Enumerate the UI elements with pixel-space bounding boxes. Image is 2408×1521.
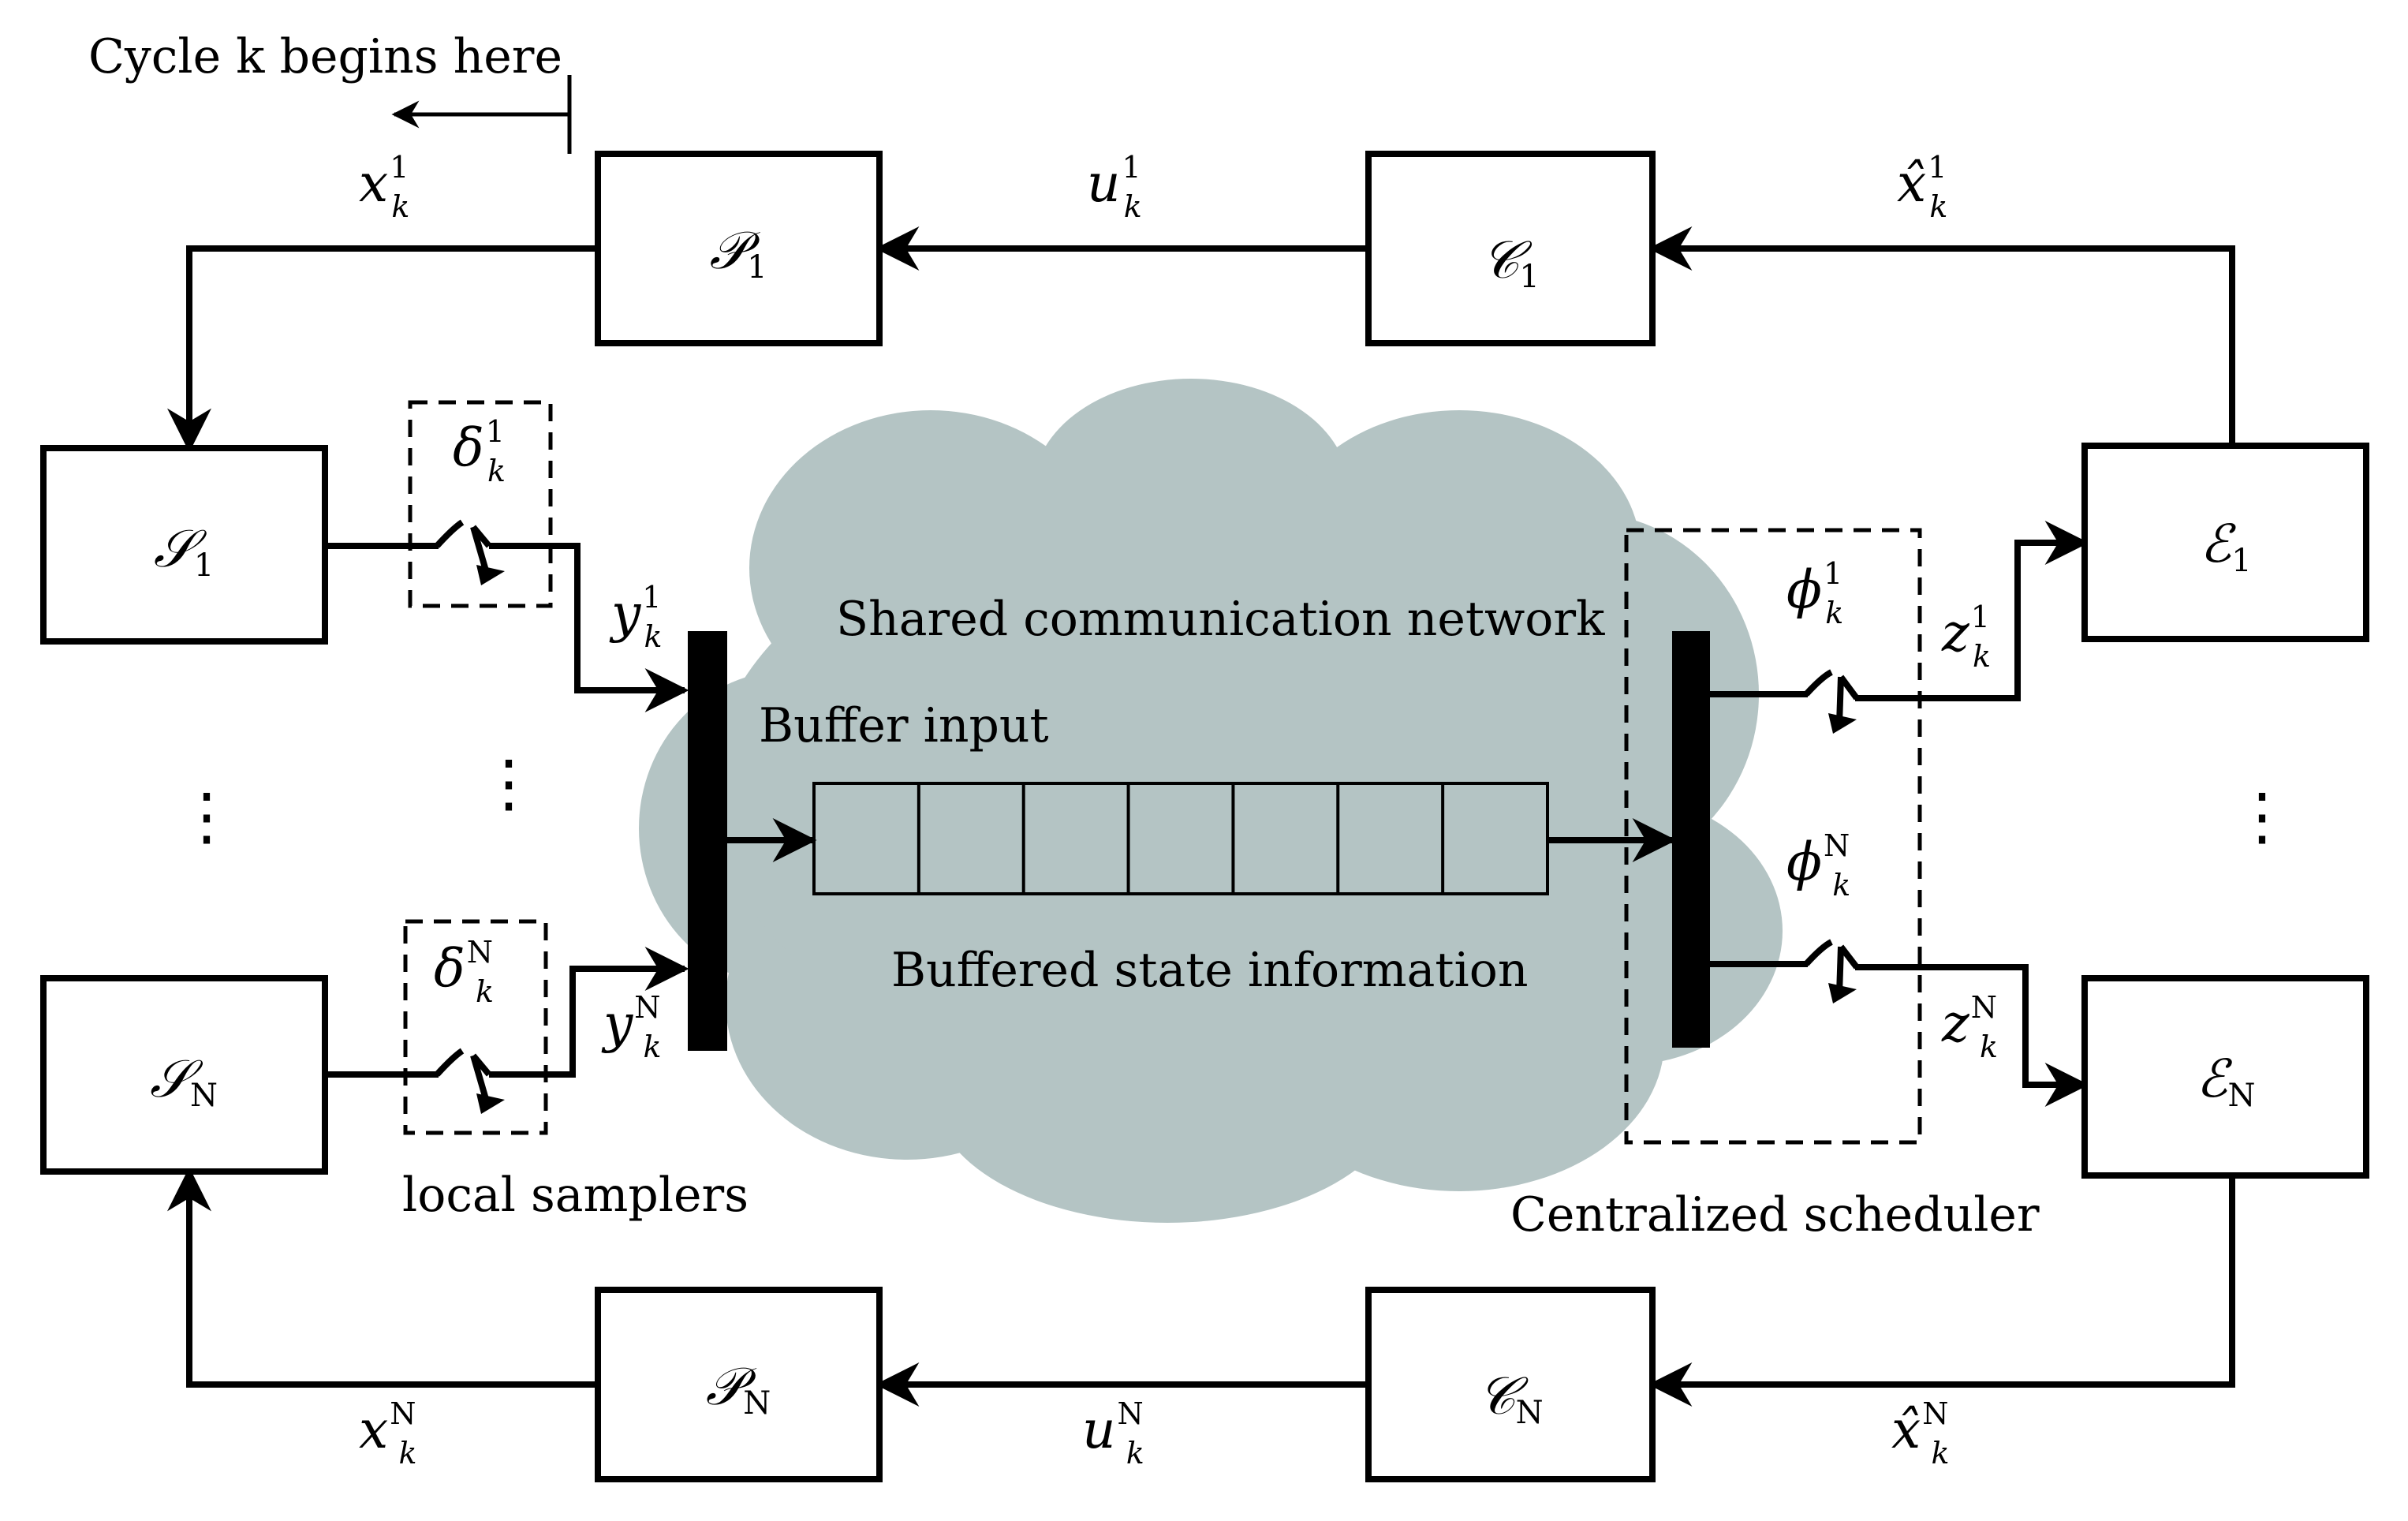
local-samplers-label: local samplers xyxy=(402,1168,749,1223)
block-p1 xyxy=(595,151,883,346)
block-c1 xyxy=(1365,151,1656,346)
wire-phi1-to-e1 xyxy=(1855,521,2089,701)
ellipsis-samplers: ⋮ xyxy=(477,746,540,820)
buffer-input-bar xyxy=(688,631,727,1051)
wire-s1-switch-out xyxy=(489,543,689,712)
block-cn xyxy=(1365,1287,1656,1482)
buffer-queue-outline xyxy=(812,782,1549,895)
scheduler-switch-1 xyxy=(1804,669,1860,734)
signal-wires xyxy=(167,75,2235,1407)
block-en xyxy=(2081,975,2369,1179)
wire-phin-to-en xyxy=(1855,964,2089,1107)
block-pn xyxy=(595,1287,883,1482)
buffer-state-label: Buffered state information xyxy=(891,943,1528,998)
block-s1 xyxy=(40,445,328,645)
ellipsis-left: ⋮ xyxy=(175,779,238,853)
sampler-box-1 xyxy=(408,400,553,608)
scheduler-box xyxy=(1624,528,1922,1145)
wire-en-to-cn xyxy=(1648,1175,2235,1407)
block-s1-label: 𝒮1 xyxy=(154,518,215,584)
buffer-input-label: Buffer input xyxy=(759,698,1049,753)
scheduler-bar xyxy=(1672,631,1710,1048)
scheduler-label: Centralized scheduler xyxy=(1510,1187,2040,1243)
sampler-box-n xyxy=(403,919,548,1135)
sampler-switch-n xyxy=(435,1048,505,1114)
wire-sn-switch-out xyxy=(489,947,689,1078)
blocks xyxy=(40,151,2369,1482)
buffer-queue xyxy=(812,782,1549,895)
block-sn xyxy=(40,975,328,1175)
switches xyxy=(435,519,1860,1114)
block-e1 xyxy=(2081,443,2369,642)
sampler-switch-1 xyxy=(435,519,505,585)
scheduler-switch-n xyxy=(1804,939,1860,1003)
block-en-label: ℰN xyxy=(2197,1048,2256,1114)
cloud-label: Shared communication network xyxy=(836,592,1605,647)
network-cloud xyxy=(639,379,1783,1223)
block-e1-label: ℰ1 xyxy=(2200,514,2251,579)
cycle-label: Cycle k begins here xyxy=(88,29,562,84)
ellipsis-right: ⋮ xyxy=(2231,779,2294,853)
wire-pn-to-sn xyxy=(167,1167,598,1388)
wire-p1-to-s1 xyxy=(167,245,598,453)
